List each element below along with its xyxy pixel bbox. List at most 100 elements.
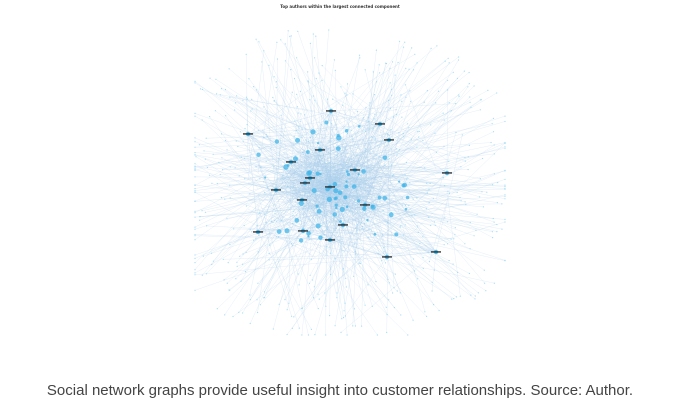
graph-edge bbox=[239, 123, 381, 177]
graph-node bbox=[345, 170, 349, 173]
graph-node bbox=[269, 148, 271, 150]
graph-node bbox=[194, 254, 196, 256]
graph-node bbox=[400, 187, 402, 189]
graph-node bbox=[467, 169, 469, 171]
graph-node bbox=[399, 226, 401, 228]
graph-node bbox=[391, 94, 393, 96]
graph-node bbox=[504, 178, 506, 180]
graph-node bbox=[493, 282, 495, 284]
graph-node bbox=[383, 213, 385, 215]
figure-title: Top authors within the largest connected… bbox=[280, 4, 400, 9]
graph-node bbox=[292, 244, 294, 246]
graph-node bbox=[321, 79, 323, 81]
graph-node bbox=[451, 298, 453, 300]
graph-node bbox=[324, 120, 329, 125]
graph-edge bbox=[261, 61, 277, 191]
graph-node bbox=[400, 225, 402, 227]
graph-node bbox=[249, 294, 251, 296]
graph-edge bbox=[247, 109, 397, 135]
graph-edge bbox=[329, 171, 343, 181]
graph-edge bbox=[320, 178, 372, 201]
graph-edge bbox=[257, 42, 278, 174]
graph-edge bbox=[247, 90, 410, 167]
hub-label-mark bbox=[350, 169, 360, 171]
graph-edges bbox=[194, 29, 506, 336]
graph-edge bbox=[340, 86, 388, 181]
graph-edge bbox=[194, 167, 315, 228]
graph-node bbox=[204, 211, 206, 213]
graph-edge bbox=[194, 196, 259, 270]
graph-edge bbox=[386, 202, 471, 223]
graph-edge bbox=[309, 177, 342, 319]
graph-node bbox=[350, 129, 352, 131]
graph-node bbox=[504, 184, 506, 186]
graph-edge bbox=[405, 84, 437, 170]
graph-node bbox=[496, 92, 498, 94]
graph-node bbox=[276, 58, 279, 60]
graph-node bbox=[256, 299, 258, 301]
graph-node bbox=[468, 144, 470, 146]
graph-node bbox=[458, 94, 460, 96]
graph-node bbox=[194, 184, 196, 186]
graph-node bbox=[366, 218, 369, 222]
graph-node bbox=[388, 282, 390, 284]
graph-node bbox=[329, 315, 331, 317]
graph-node bbox=[371, 305, 373, 307]
graph-edge bbox=[223, 251, 437, 260]
graph-node bbox=[205, 137, 207, 139]
graph-edge bbox=[257, 196, 389, 301]
graph-node bbox=[327, 226, 329, 228]
graph-edge bbox=[322, 150, 437, 194]
graph-edge bbox=[351, 197, 353, 225]
graph-node bbox=[423, 101, 425, 103]
graph-edge bbox=[345, 72, 470, 171]
graph-edge bbox=[233, 228, 361, 232]
graph-node bbox=[377, 195, 382, 200]
graph-edge bbox=[194, 110, 363, 263]
graph-edge bbox=[257, 224, 344, 233]
graph-edge bbox=[324, 155, 367, 180]
graph-node bbox=[268, 252, 270, 255]
graph-edge bbox=[247, 133, 448, 174]
graph-node bbox=[312, 279, 314, 281]
graph-edge bbox=[302, 204, 366, 232]
graph-node bbox=[408, 204, 410, 206]
graph-node bbox=[395, 109, 397, 111]
graph-node bbox=[491, 231, 493, 233]
graph-node bbox=[215, 78, 217, 80]
graph-edge bbox=[194, 154, 323, 177]
graph-node bbox=[405, 67, 407, 69]
graph-node bbox=[290, 243, 293, 245]
graph-node bbox=[194, 235, 196, 237]
graph-node bbox=[306, 150, 310, 154]
graph-edge bbox=[319, 184, 506, 187]
graph-node bbox=[249, 322, 251, 325]
graph-node bbox=[194, 169, 196, 171]
graph-node bbox=[342, 268, 344, 270]
graph-node bbox=[289, 187, 291, 189]
graph-node bbox=[362, 206, 367, 211]
graph-node bbox=[374, 137, 376, 139]
graph-node bbox=[356, 111, 358, 113]
graph-node bbox=[318, 72, 320, 74]
graph-node bbox=[277, 236, 280, 238]
graph-edge bbox=[229, 224, 313, 291]
graph-node bbox=[405, 195, 410, 200]
graph-node bbox=[208, 174, 211, 176]
graph-edge bbox=[194, 163, 311, 241]
graph-node bbox=[194, 289, 196, 291]
graph-edge bbox=[334, 48, 432, 232]
graph-node bbox=[334, 258, 336, 260]
graph-edge bbox=[334, 228, 337, 233]
graph-node bbox=[308, 282, 311, 284]
graph-node bbox=[194, 137, 196, 139]
graph-edge bbox=[308, 81, 381, 125]
graph-node bbox=[194, 200, 196, 202]
graph-node bbox=[430, 124, 432, 126]
graph-edge bbox=[327, 99, 329, 112]
graph-node bbox=[274, 213, 276, 215]
graph-node bbox=[323, 234, 325, 236]
graph-node bbox=[480, 99, 482, 101]
graph-node bbox=[272, 96, 274, 99]
graph-node bbox=[226, 149, 228, 151]
